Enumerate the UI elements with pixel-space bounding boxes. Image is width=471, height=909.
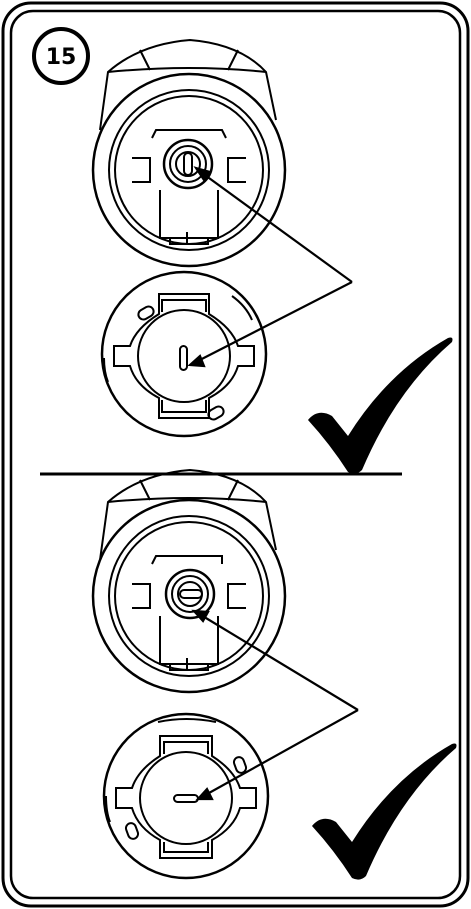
top-checkmark-icon (308, 337, 453, 474)
top-device-view (91, 38, 287, 268)
bottom-socket-view (102, 712, 270, 880)
step-badge: 15 (32, 27, 90, 85)
top-arrows (187, 166, 353, 368)
top-connector-slot (183, 152, 193, 176)
top-socket-slot (179, 345, 188, 371)
inner-frame (9, 9, 462, 900)
bottom-socket-slot (173, 794, 199, 803)
top-socket-view (100, 270, 268, 438)
bottom-checkmark-icon (312, 743, 457, 880)
bottom-arrows (191, 609, 359, 801)
bottom-device-view (91, 468, 287, 694)
step-number: 15 (46, 45, 77, 70)
bottom-connector-slot (179, 589, 203, 599)
